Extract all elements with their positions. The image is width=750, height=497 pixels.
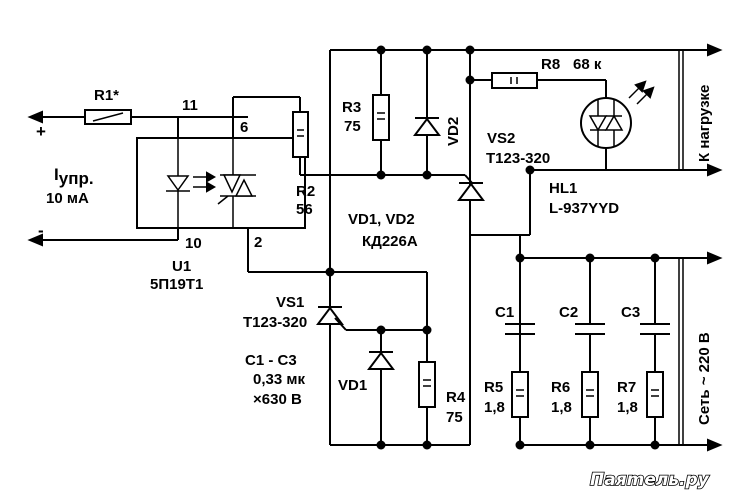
label-i-ctrl: Iупр. [54,165,94,188]
label-r7: R7 [617,379,636,396]
load-output [529,43,723,235]
label-vd1: VD1 [338,377,367,394]
label-u1: U1 [172,258,191,275]
diode-vd1 [367,330,395,445]
label-r4: R4 [446,389,466,406]
label-r2-value: 56 [296,201,313,218]
label-c-voltage: ×630 В [253,391,302,408]
label-hl1: HL1 [549,180,577,197]
label-vd-pair: VD1, VD2 [348,211,415,228]
label-r4-value: 75 [446,409,463,426]
label-vs1: VS1 [276,294,304,311]
label-c2: C2 [559,304,578,321]
label-pin6: 6 [240,119,248,136]
label-vs2-type: Т123-320 [486,150,550,167]
optocoupler-u1 [136,117,306,240]
label-r6: R6 [551,379,570,396]
label-i-ctrl-value: 10 мА [46,190,89,207]
label-hl1-type: L-937YYD [549,200,619,217]
label-r1: R1* [94,87,119,104]
label-r5: R5 [484,379,503,396]
label-pin10: 10 [185,235,202,252]
u1-output-wires [232,96,330,273]
label-r8-value: 68 к [573,56,602,73]
label-r2: R2 [296,183,315,200]
label-c1: C1 [495,304,514,321]
label-vd2: VD2 [445,117,462,146]
label-c-value: 0,33 мк [253,371,305,388]
label-c-range: C1 - C3 [245,352,297,369]
thyristor-vs2 [457,174,485,201]
label-r3: R3 [342,99,361,116]
label-vd-type: КД226А [362,233,418,250]
watermark-text: Паяmель.ру [590,470,710,490]
label-pin11: 11 [182,97,198,114]
label-c3: C3 [621,304,640,321]
label-r5-value: 1,8 [484,399,505,416]
label-minus: - [38,221,44,240]
resistor-r4 [330,271,436,445]
indicator-hl1 [580,80,655,170]
label-pin2: 2 [254,234,262,251]
label-r3-value: 75 [344,118,361,135]
label-vs1-type: Т123-320 [243,314,307,331]
resistor-r8 [470,72,607,100]
resistor-r3 [372,50,390,175]
label-load: К нагрузке [696,85,713,162]
diode-vd2 [413,50,441,175]
label-u1-type: 5П19Т1 [150,276,203,293]
main-rails [329,49,675,446]
label-mains: Сеть ~ 220 В [696,332,713,425]
label-vs2: VS2 [487,130,515,147]
label-plus: + [36,122,46,141]
label-r8: R8 [541,56,560,73]
thyristor-vs1 [316,306,427,331]
resistor-r1 [84,109,132,125]
junction-dots [325,45,660,450]
label-r6-value: 1,8 [551,399,572,416]
snubber-bank [470,234,723,452]
input-section [27,110,248,247]
label-r7-value: 1,8 [617,399,638,416]
